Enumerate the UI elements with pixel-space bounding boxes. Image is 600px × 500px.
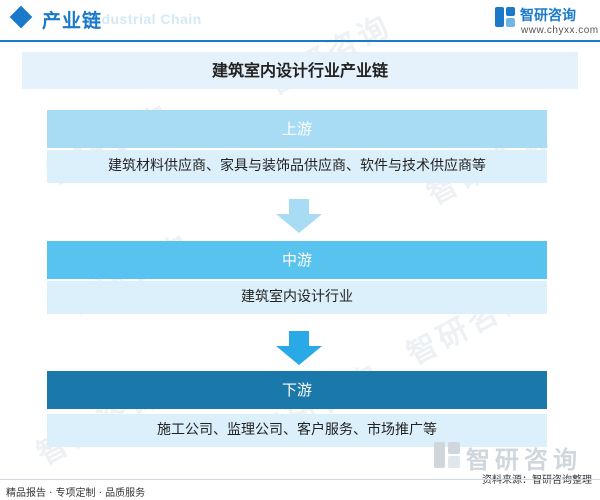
stage-midstream-label: 中游 bbox=[47, 241, 547, 279]
footer-divider bbox=[0, 479, 600, 480]
brand-url[interactable]: www.chyxx.com bbox=[521, 25, 599, 36]
stage-upstream-content: 建筑材料供应商、家具与装饰品供应商、软件与技术供应商等 bbox=[47, 150, 547, 183]
brand-logo-icon bbox=[495, 7, 515, 27]
page-header: Industrial Chain 产业链 智研咨询 www.chyxx.com bbox=[0, 0, 600, 40]
down-arrow-icon bbox=[276, 331, 322, 365]
page-title: 产业链 bbox=[42, 10, 103, 32]
diagram-title: 建筑室内设计行业产业链 bbox=[22, 52, 578, 89]
stage-downstream-label: 下游 bbox=[47, 371, 547, 409]
brand-logo-icon bbox=[434, 442, 460, 468]
stage-downstream-content: 施工公司、监理公司、客户服务、市场推广等 bbox=[47, 414, 547, 447]
footer-tagline: 精品报告 · 专项定制 · 品质服务 bbox=[6, 488, 146, 499]
header-divider bbox=[0, 40, 600, 42]
brand-name: 智研咨询 bbox=[520, 8, 576, 24]
header-english-watermark: Industrial Chain bbox=[88, 11, 202, 27]
stage-midstream-content: 建筑室内设计行业 bbox=[47, 281, 547, 314]
down-arrow-icon bbox=[276, 199, 322, 233]
footer-brand-name: 智研咨询 bbox=[466, 446, 582, 474]
stage-upstream-label: 上游 bbox=[47, 110, 547, 148]
diamond-icon bbox=[9, 5, 33, 29]
source-note: 资料来源：智研咨询整理 bbox=[482, 475, 592, 486]
